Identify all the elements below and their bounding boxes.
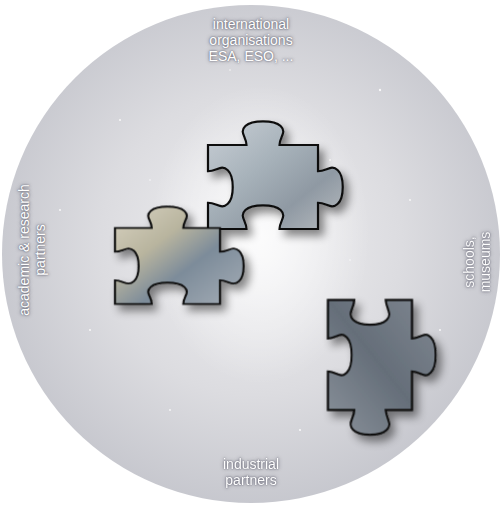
partner-label: schools, museums	[461, 222, 493, 302]
partner-label: industrial partners	[206, 456, 296, 488]
puzzle-pieces	[115, 121, 436, 434]
puzzle-piece	[208, 121, 343, 229]
partner-label: international organisations ESA, ESO, ..…	[192, 16, 310, 64]
partner-label: academic & research partners	[16, 170, 48, 330]
puzzle-piece	[328, 300, 436, 435]
puzzle-piece	[115, 207, 244, 304]
space-circle	[2, 5, 500, 503]
